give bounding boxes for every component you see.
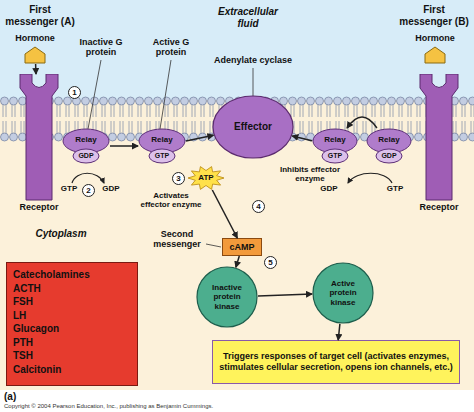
atp-burst-shape <box>188 167 224 190</box>
protein-kinase-shape <box>313 263 373 323</box>
signal-arrow <box>110 145 138 147</box>
signal-arrow <box>186 135 213 141</box>
callout-number: 1 <box>68 86 81 99</box>
receptor: Receptor <box>414 74 464 220</box>
hormone-list-item: Glucagon <box>13 322 131 336</box>
callout-number: 2 <box>82 184 95 197</box>
receptor-shape <box>420 74 458 200</box>
atp-burst: ATP <box>188 166 224 190</box>
signal-arrow <box>236 256 239 267</box>
hormone-list-item: TSH <box>13 349 131 363</box>
g-protein: RelayGTP <box>138 128 186 164</box>
caption-strip <box>0 390 474 412</box>
node-text-holder: Effector <box>212 95 294 159</box>
relay-label: Relay <box>138 136 186 144</box>
hormone-list-item: Calcitonin <box>13 363 131 377</box>
receptor-label: Receptor <box>414 203 464 213</box>
part-label: GTP <box>58 185 80 194</box>
nucleotide-label: GDP <box>62 152 110 159</box>
hormone-list-item: ACTH <box>13 282 131 296</box>
callout-number: 3 <box>172 172 185 185</box>
receptor-shape <box>14 74 64 220</box>
part-label: First messenger (A) <box>4 4 76 27</box>
callout-number: 4 <box>252 200 265 213</box>
node-label: Active protein kinase <box>312 279 374 307</box>
protein-kinase: Active protein kinase <box>312 262 374 324</box>
nucleotide-label: GTP <box>312 152 358 159</box>
signal-arrow <box>35 64 37 74</box>
receptor-shape <box>20 74 58 200</box>
hormone-list-item: PTH <box>13 336 131 350</box>
nucleotide-label: GTP <box>138 152 186 159</box>
part-label: Adenylate cyclase <box>200 56 306 66</box>
edge-label: Activates effector enzyme <box>138 192 204 210</box>
second-messenger-box: cAMP <box>222 238 262 256</box>
node-label: Triggers responses of target cell (activ… <box>213 351 459 373</box>
node-label: Effector <box>225 121 281 133</box>
hormone-shape <box>25 47 45 63</box>
relay-label: Relay <box>366 136 412 144</box>
hormone-label: Hormone <box>10 34 60 43</box>
hormone: Hormone <box>410 34 460 64</box>
effector-enzyme-shape <box>213 96 293 158</box>
g-protein: RelayGTP <box>312 128 358 164</box>
signal-arrow <box>338 324 340 340</box>
leader-line <box>206 244 221 247</box>
node-label: cAMP <box>223 242 260 253</box>
callout-number: 5 <box>264 256 277 269</box>
node-label: ATP <box>189 173 222 182</box>
part-label: First messenger (B) <box>398 4 470 27</box>
edge-label: Inhibits effector enzyme <box>270 166 350 184</box>
signal-arrow <box>292 136 312 141</box>
protein-kinase-shape <box>197 267 257 327</box>
copyright-note: Copyright © 2004 Pearson Education, Inc.… <box>4 403 464 410</box>
hormone-list-item: Catecholamines <box>13 268 131 282</box>
part-label: GDP <box>100 185 122 194</box>
part-label: Active G protein <box>146 38 196 58</box>
hormone-list-item: LH <box>13 309 131 323</box>
leader-line <box>160 60 171 129</box>
region-label: Extracellular fluid <box>212 6 284 29</box>
relay-label: Relay <box>62 136 110 144</box>
part-label: GTP <box>384 185 406 194</box>
receptor-shape <box>414 74 464 220</box>
nucleotide-label: GDP <box>366 152 412 159</box>
region-label: Cytoplasm <box>26 228 96 240</box>
part-label: Second messenger <box>146 230 208 250</box>
hormone-label: Hormone <box>410 34 460 43</box>
signal-arrow <box>347 117 377 128</box>
g-protein: RelayGDP <box>62 128 110 164</box>
node-text-holder: Inactive protein kinase <box>196 266 258 328</box>
receptor-label: Receptor <box>14 203 64 213</box>
panel-letter: (a) <box>4 391 34 402</box>
extracellular-region <box>0 0 474 100</box>
exchange-arrow <box>348 173 392 183</box>
node-text-holder: ATP <box>188 166 224 190</box>
node-text-holder: Active protein kinase <box>312 262 374 324</box>
relay-label: Relay <box>312 136 358 144</box>
effector-enzyme: Effector <box>212 95 294 159</box>
part-label: GDP <box>318 185 340 194</box>
leader-line <box>253 68 254 96</box>
receptor: Receptor <box>14 74 64 220</box>
hormone: Hormone <box>10 34 60 64</box>
node-label: Inactive protein kinase <box>196 283 258 311</box>
leader-line <box>88 60 101 129</box>
signal-arrow <box>212 190 237 238</box>
protein-kinase: Inactive protein kinase <box>196 266 258 328</box>
hormone-shape <box>425 47 445 63</box>
part-label: Inactive G protein <box>74 38 128 58</box>
exchange-arrow <box>72 173 104 183</box>
hormone-list-box: CatecholaminesACTHFSHLHGlucagonPTHTSHCal… <box>6 262 138 386</box>
hormone-list-item: FSH <box>13 295 131 309</box>
signal-arrow <box>258 294 312 296</box>
g-protein: RelayGDP <box>366 128 412 164</box>
response-box: Triggers responses of target cell (activ… <box>212 340 460 384</box>
